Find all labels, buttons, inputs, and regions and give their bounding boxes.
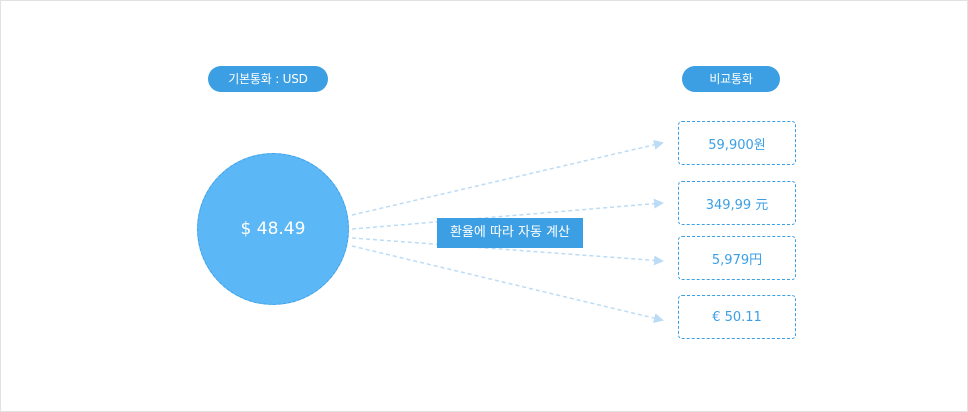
result-value: € 50.11 (712, 309, 762, 325)
result-box-cny: 349,99 元 (678, 181, 796, 225)
base-currency-pill: 기본통화 : USD (208, 66, 328, 92)
result-value: 59,900원 (708, 137, 766, 153)
base-amount-circle: $ 48.49 (197, 153, 349, 305)
result-value: 5,979円 (711, 252, 763, 268)
compare-currency-pill: 비교통화 (682, 66, 780, 92)
result-box-krw: 59,900원 (678, 121, 796, 165)
auto-calc-label: 환율에 따라 자동 계산 (437, 218, 583, 248)
arrow-to-result-2 (351, 198, 664, 230)
base-amount: $ 48.49 (240, 219, 306, 239)
arrow-to-result-4 (351, 245, 664, 324)
arrow-to-result-1 (351, 139, 664, 216)
result-value: 349,99 元 (705, 197, 769, 213)
result-box-eur: € 50.11 (678, 295, 796, 339)
result-box-jpy: 5,979円 (678, 236, 796, 280)
arrow-to-result-3 (351, 237, 664, 266)
